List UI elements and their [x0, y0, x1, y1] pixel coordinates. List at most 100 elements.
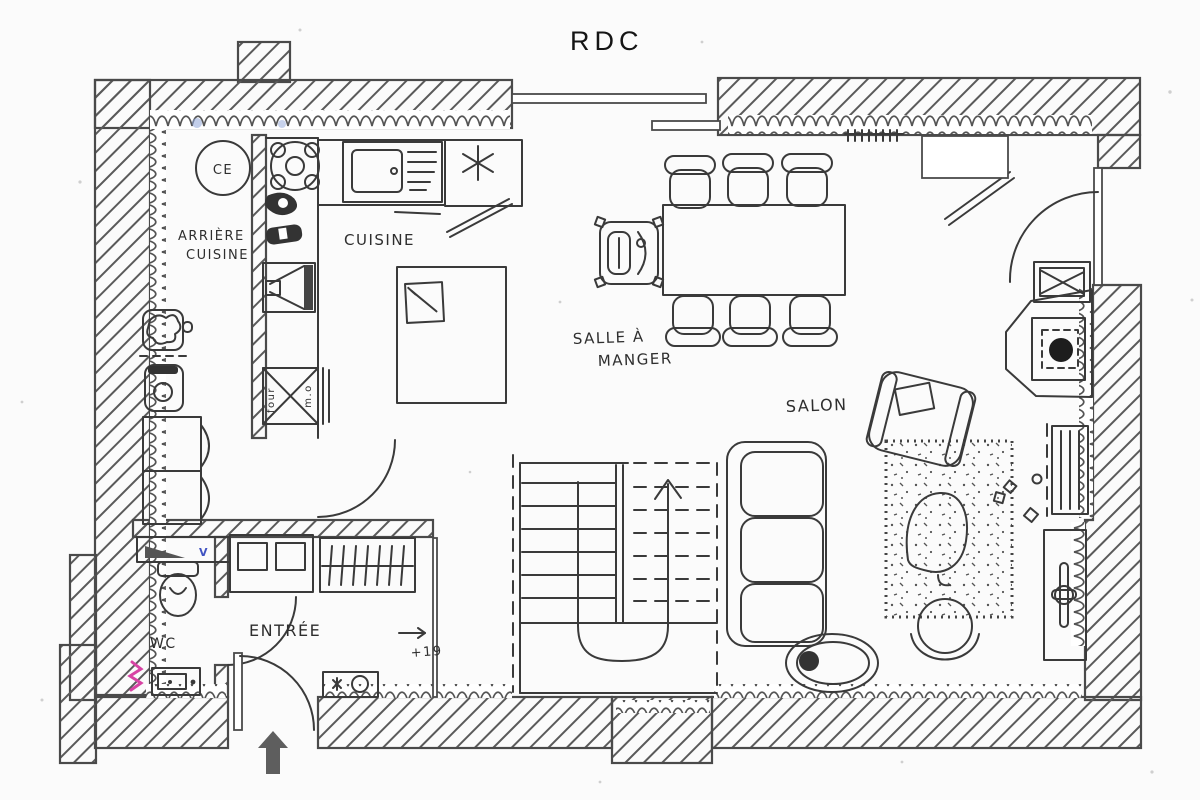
circle-icon — [351, 675, 369, 693]
room-label-entree: ENTRÉE — [249, 621, 321, 640]
oven-microwave-cabinet: four m.o — [262, 367, 330, 425]
entrance-door — [233, 652, 315, 731]
entrance-arrow-head — [258, 731, 288, 748]
room-label-wc: WC — [150, 636, 177, 652]
rug — [884, 439, 1014, 619]
entree-room: ENTRÉE +19 — [229, 534, 443, 774]
utility-sink — [139, 309, 193, 357]
washing-machine — [144, 364, 184, 412]
wall-radiator-ticks — [847, 129, 898, 142]
dining-chair — [665, 295, 721, 347]
entry-corridor-wall — [432, 537, 438, 698]
room-label-arriere-line1: ARRIÈRE — [178, 228, 245, 244]
fireplace-inner-dashed — [1041, 329, 1079, 369]
sink-basin — [351, 149, 403, 193]
wc-room: WC — [127, 561, 201, 696]
doorbell-box — [322, 671, 379, 698]
salon-armchair — [865, 371, 977, 467]
page-title: RDC — [570, 26, 644, 56]
terrace-door-glazing — [1093, 167, 1103, 286]
appliance-square — [444, 139, 523, 207]
wall-right-upper — [1096, 133, 1142, 170]
room-label-salle-line1: SALLE À — [572, 327, 644, 348]
fireplace-bay — [1005, 289, 1093, 398]
bay-window-lower — [651, 120, 721, 131]
stair-treads — [521, 482, 617, 599]
sideboard — [921, 135, 1009, 179]
dining-chair — [722, 295, 778, 347]
bay-window-upper — [511, 93, 707, 104]
room-label-cuisine: CUISINE — [344, 231, 415, 249]
water-heater-label: CE — [213, 163, 233, 178]
shoe-cabinet — [229, 534, 314, 593]
open-cabinet-door — [449, 203, 513, 238]
kettle — [264, 192, 298, 216]
dining-chair — [664, 155, 716, 209]
coat-rack — [319, 537, 416, 593]
water-heater-circle — [195, 140, 251, 196]
fireplace — [1005, 261, 1093, 398]
coffee-table — [905, 491, 968, 573]
room-label-salon: SALON — [785, 395, 847, 416]
oven-label: four — [266, 387, 277, 413]
toilet — [157, 561, 199, 617]
wall-right-main — [1083, 283, 1143, 702]
counter-mark — [394, 211, 441, 215]
sink-unit — [342, 141, 443, 203]
kitchen-door-arc — [317, 439, 396, 518]
wall-bottom-left-corner — [58, 643, 98, 765]
terrace-door-panel — [944, 171, 1011, 220]
head-armchair — [593, 215, 665, 289]
dog-bed — [785, 633, 879, 693]
insulation-band — [616, 700, 710, 713]
wall-left — [93, 78, 152, 697]
terrace-door-swing-arc — [1008, 191, 1099, 283]
wall-bottom-c — [710, 695, 1143, 750]
staircase — [512, 454, 718, 694]
insulation-band — [150, 110, 510, 129]
asterisk-icon — [462, 145, 494, 181]
checkmark-v: V — [199, 546, 208, 559]
insulation-band — [714, 684, 1082, 698]
hood-box — [262, 262, 316, 313]
dining-chair — [782, 295, 838, 347]
blue-smudge — [192, 118, 202, 128]
entrance-arrow-shaft — [266, 748, 280, 774]
terrace-door-panel — [948, 177, 1015, 226]
vacuum-triangle — [145, 546, 185, 558]
microwave-label: m.o — [303, 384, 314, 408]
blue-smudge — [278, 120, 286, 128]
steps-count-label: +19 — [410, 644, 443, 661]
flower-icon — [332, 677, 342, 691]
salon: SALON — [726, 371, 1089, 693]
food-processor — [270, 141, 320, 191]
dining-table — [662, 204, 846, 296]
wc-radiator — [151, 667, 201, 696]
insulation-band — [322, 684, 512, 698]
salon-radiator — [1046, 423, 1089, 517]
pouf — [910, 598, 980, 661]
wood-box — [1033, 261, 1091, 303]
openings — [192, 93, 1103, 286]
drainer-lines — [407, 151, 437, 191]
stove-flue — [1049, 338, 1073, 362]
stair-up-arrow — [577, 481, 669, 662]
scattered-diamonds — [992, 473, 1043, 524]
cushion — [893, 381, 936, 416]
stair-treads-dashed — [633, 486, 715, 602]
dining-chair — [781, 153, 833, 207]
room-label-salle-line2: MANGER — [598, 349, 674, 370]
freezer — [142, 470, 210, 525]
kitchen: four m.o CUISINE — [262, 137, 523, 439]
wall-bottom-a — [93, 695, 230, 750]
console-table — [1043, 529, 1087, 661]
kitchen-island — [396, 266, 507, 404]
wall-wc-right-upper — [213, 535, 230, 599]
open-cabinet-door — [446, 198, 510, 233]
stair-up-arrow-head — [654, 479, 682, 500]
sink-drain — [390, 167, 398, 175]
steps-annotation: +19 — [398, 627, 443, 661]
scan-noise — [20, 28, 1194, 784]
